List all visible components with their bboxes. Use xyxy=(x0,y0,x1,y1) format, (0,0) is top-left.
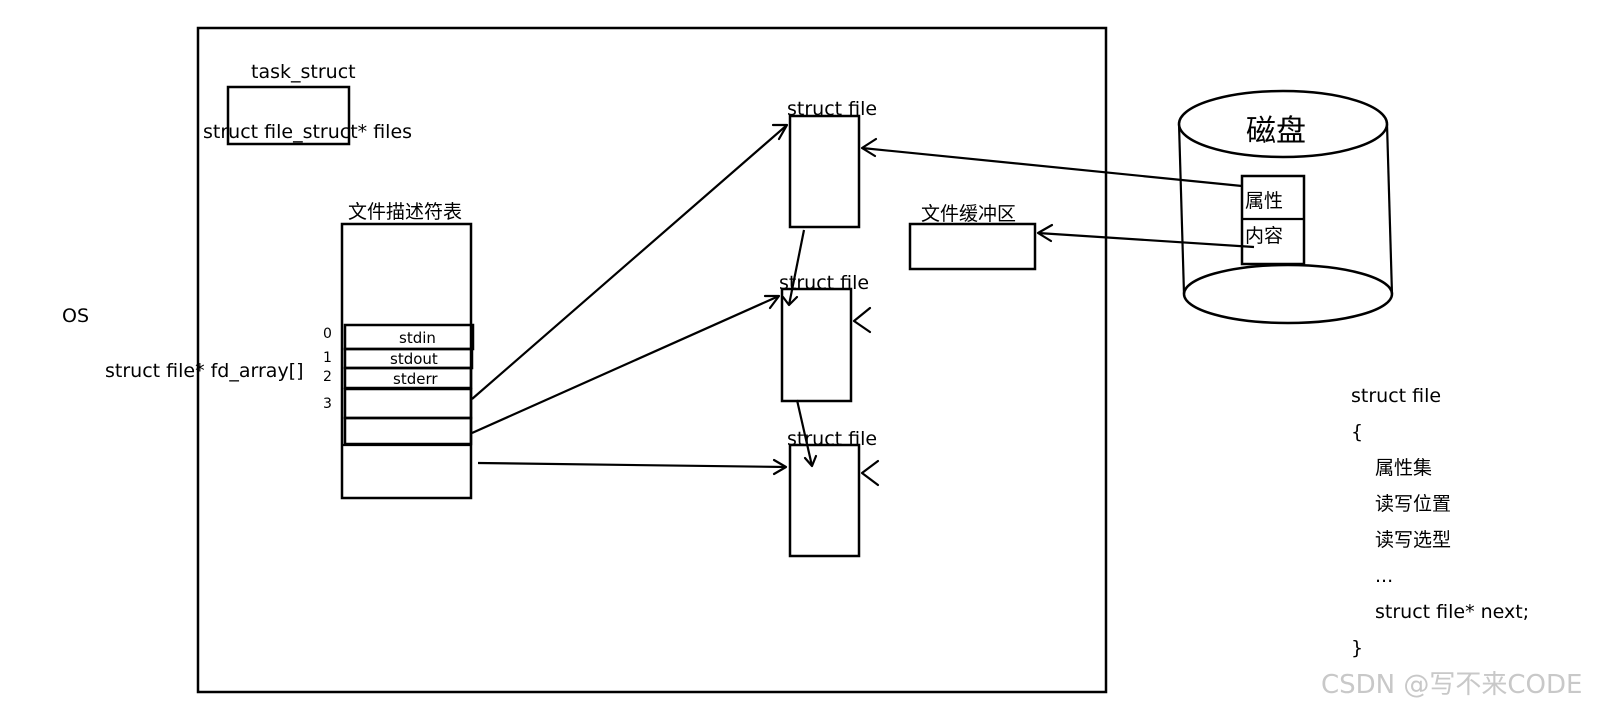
code-line-2: 属性集 xyxy=(1375,457,1432,479)
fd-index-1: 1 xyxy=(323,350,332,366)
fd-label-stdin: stdin xyxy=(399,329,436,347)
fd-index-2: 2 xyxy=(323,369,332,385)
arrow-file2-next xyxy=(795,399,818,468)
fd-index-3: 3 xyxy=(323,396,332,412)
arrow-file1-next xyxy=(781,229,806,307)
code-line-4: 读写选型 xyxy=(1375,529,1451,551)
fd-array-label: struct file* fd_array[] xyxy=(105,360,304,382)
arrow-fd5-to-file3 xyxy=(477,458,788,476)
arrow-stub-file2 xyxy=(852,306,872,334)
struct-file-1-label: struct file xyxy=(787,98,877,120)
fd-index-0: 0 xyxy=(323,326,332,342)
struct-file-3-label: struct file xyxy=(787,428,877,450)
task-struct-title: task_struct xyxy=(251,61,356,83)
code-line-3: 读写位置 xyxy=(1375,493,1451,515)
fd-row-3 xyxy=(343,387,473,420)
task-struct-box xyxy=(226,85,351,146)
fd-table-title: 文件描述符表 xyxy=(348,201,462,223)
disk-attr-label: 属性 xyxy=(1245,190,1283,212)
fd-row-4 xyxy=(343,416,473,446)
disk-content-label: 内容 xyxy=(1245,225,1283,247)
arrow-fd4-to-file2 xyxy=(471,294,781,435)
os-label: OS xyxy=(62,305,89,327)
arrow-content-to-buffer xyxy=(1036,223,1255,249)
arrow-fd3-to-file1 xyxy=(471,123,789,400)
buffer-box xyxy=(908,222,1037,271)
buffer-label: 文件缓冲区 xyxy=(921,203,1016,225)
code-line-1: { xyxy=(1351,421,1363,443)
fd-label-stderr: stderr xyxy=(393,370,438,388)
watermark: CSDN @写不来CODE xyxy=(1321,670,1582,700)
task-struct-field: struct file_struct* files xyxy=(203,121,412,143)
fd-label-stdout: stdout xyxy=(390,350,438,368)
code-line-0: struct file xyxy=(1351,385,1441,407)
struct-file-1 xyxy=(788,114,861,229)
struct-file-3 xyxy=(788,443,861,558)
code-line-7: } xyxy=(1351,637,1363,659)
arrow-attr-to-file1 xyxy=(860,137,1243,188)
arrow-stub-file3 xyxy=(860,459,880,487)
disk-title: 磁盘 xyxy=(1246,114,1306,149)
os-frame xyxy=(196,26,1108,694)
struct-file-2 xyxy=(780,287,853,403)
code-line-5: ... xyxy=(1375,565,1393,587)
code-line-6: struct file* next; xyxy=(1375,601,1529,623)
